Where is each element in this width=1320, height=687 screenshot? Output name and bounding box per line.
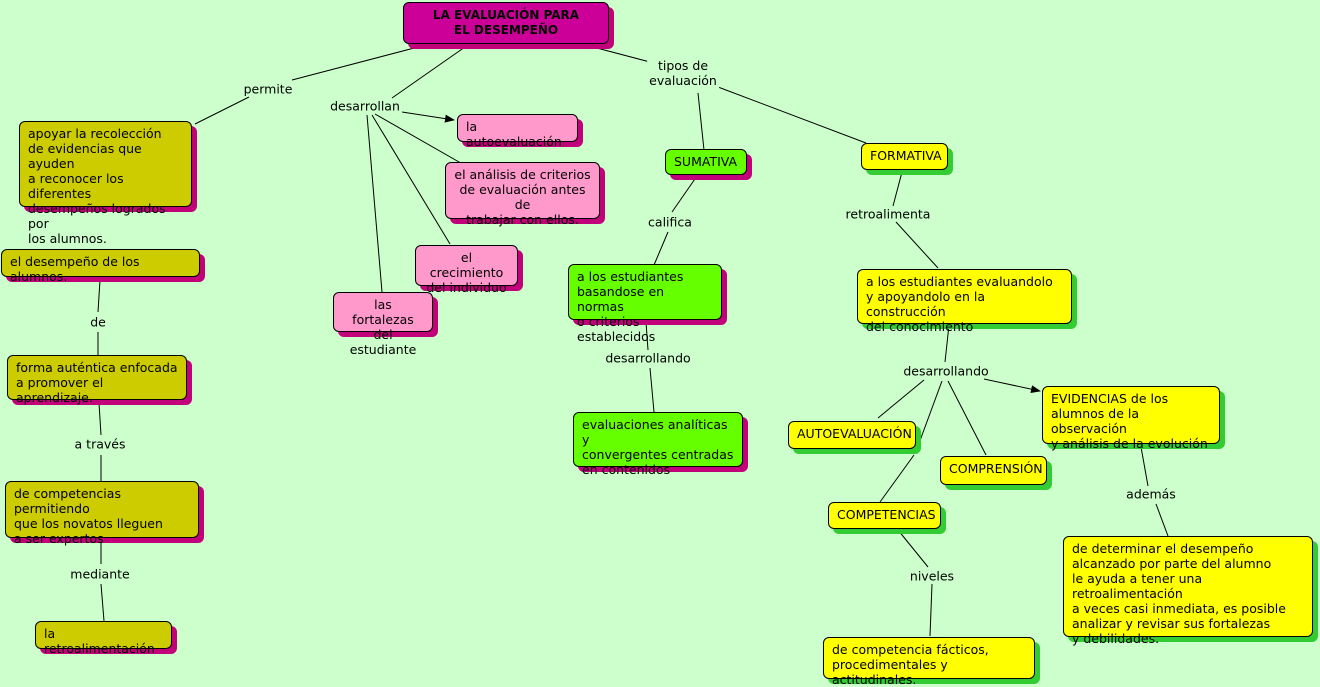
concept-evaluaciones-analiticas[interactable]: evaluaciones analíticas y convergentes c…: [573, 412, 743, 477]
link-label-desarrollando-sumativa: desarrollando: [603, 350, 693, 366]
concept-competencias[interactable]: COMPETENCIAS: [828, 502, 941, 529]
link-label-a-traves: a través: [72, 436, 128, 452]
concept-fortalezas-estudiante[interactable]: las fortalezas del estudiante: [333, 292, 433, 357]
link-label-niveles: niveles: [907, 568, 957, 584]
concept-competencia-facticos[interactable]: de competencia fácticos, procedimentales…: [823, 637, 1035, 687]
concept-formativa[interactable]: FORMATIVA: [861, 143, 948, 170]
concept-forma-autentica[interactable]: forma auténtica enfocada a promover el a…: [7, 355, 187, 405]
concept-determinar-desempeno[interactable]: de determinar el desempeño alcanzado por…: [1063, 536, 1313, 646]
concept-autoevaluacion-mayus[interactable]: AUTOEVALUACIÓN: [788, 421, 916, 449]
concept-analisis-criterios[interactable]: el análisis de criterios de evaluación a…: [445, 162, 600, 227]
concept-competencias-novatos[interactable]: de competencias permitiendo que los nova…: [5, 481, 199, 546]
concept-comprension[interactable]: COMPRENSIÓN: [940, 456, 1047, 485]
link-label-desarrollando-formativa: desarrollando: [901, 363, 991, 379]
link-label-permite: permite: [241, 81, 295, 97]
link-label-califica: califica: [646, 214, 694, 230]
concept-estudiantes-evaluando[interactable]: a los estudiantes evaluandolo y apoyando…: [857, 269, 1072, 334]
link-label-retroalimenta: retroalimenta: [843, 206, 933, 222]
concept-la-retroalimentacion[interactable]: la retroalimentación: [35, 621, 172, 656]
concept-evidencias-alumnos[interactable]: EVIDENCIAS de los alumnos de la observac…: [1042, 386, 1220, 451]
concept-la-autoevaluacion[interactable]: la autoevaluación: [457, 114, 578, 149]
link-label-ademas: además: [1124, 486, 1178, 502]
root-concept[interactable]: LA EVALUACIÓN PARA EL DESEMPEÑO: [403, 2, 609, 44]
concept-apoyar-recoleccion[interactable]: apoyar la recolección de evidencias que …: [19, 121, 192, 246]
concept-desempeno-alumnos[interactable]: el desempeño de los alumnos.: [1, 249, 200, 284]
link-label-mediante: mediante: [68, 566, 132, 582]
concept-estudiantes-normas[interactable]: a los estudiantes basandose en normas o …: [568, 264, 722, 344]
link-label-tipos-de-evaluacion: tipos de evaluación: [647, 58, 719, 88]
concept-crecimiento-individuo[interactable]: el crecimiento del individuo: [415, 245, 518, 295]
concept-sumativa[interactable]: SUMATIVA: [665, 149, 747, 175]
link-label-de: de: [88, 314, 108, 330]
link-label-desarrollan: desarrollan: [328, 98, 402, 114]
